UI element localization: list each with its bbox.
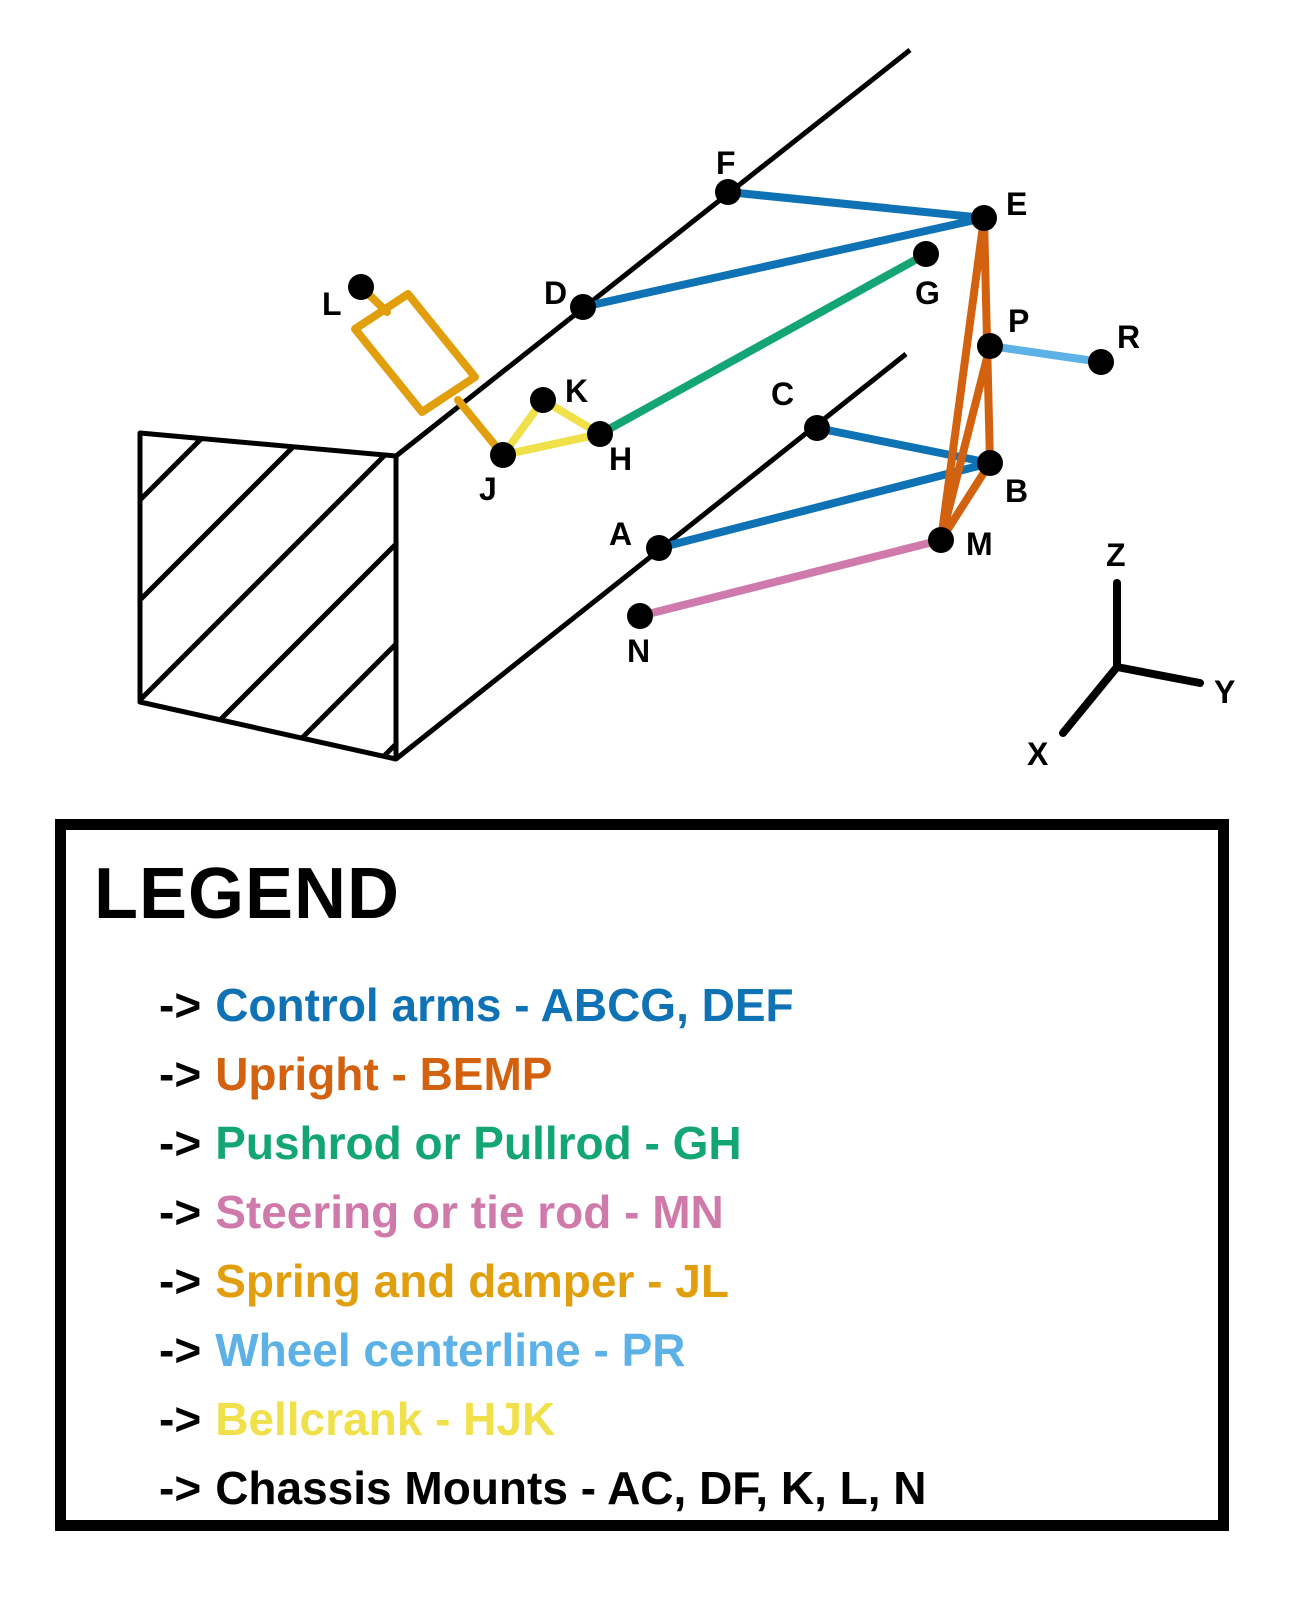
axis-z-label: Z [1106, 537, 1126, 573]
pushrod-GH [596, 250, 930, 438]
joint-G [913, 241, 939, 267]
label-E: E [1006, 186, 1027, 222]
chassis-block [137, 48, 912, 762]
arm-DE [579, 214, 988, 311]
label-C: C [771, 376, 794, 412]
label-K: K [565, 373, 588, 409]
label-N: N [627, 633, 650, 669]
label-R: R [1117, 319, 1140, 355]
label-A: A [609, 516, 632, 552]
label-L: L [322, 286, 342, 322]
joint-N [627, 603, 653, 629]
legend-item-control-arms: -> Control arms - ABCG, DEF [159, 970, 927, 1039]
axis-x-label: X [1027, 736, 1049, 772]
label-B: B [1005, 473, 1028, 509]
steering-rod-MN [636, 536, 945, 620]
legend-item-bellcrank: -> Bellcrank - HJK [159, 1384, 927, 1453]
legend-item-label: Chassis Mounts - AC, DF, K, L, N [215, 1461, 927, 1514]
label-F: F [716, 145, 736, 181]
legend-item-label: Steering or tie rod - MN [215, 1185, 724, 1238]
arm-FE [724, 188, 988, 222]
arrow-icon: -> [159, 1254, 202, 1307]
chassis-hatching [140, 433, 396, 759]
label-G: G [915, 275, 940, 311]
suspension-diagram: F E D G P R L K C H J B A M N Z Y X [137, 48, 1235, 772]
joint-F [715, 179, 741, 205]
joint-J [490, 442, 516, 468]
legend-title: LEGEND [94, 854, 401, 934]
arrow-icon: -> [159, 1185, 202, 1238]
arm-AB [655, 459, 994, 552]
joint-P [977, 333, 1003, 359]
arrow-icon: -> [159, 1047, 202, 1100]
damper-body [351, 290, 479, 416]
joint-C [804, 415, 830, 441]
axis-y-line [1113, 663, 1204, 687]
joint-E [971, 205, 997, 231]
arrow-icon: -> [159, 978, 202, 1031]
wheel-centerline-PR [986, 342, 1105, 366]
joint-R [1088, 349, 1114, 375]
legend-item-label: Bellcrank - HJK [215, 1392, 556, 1445]
legend-item-label: Pushrod or Pullrod - GH [215, 1116, 742, 1169]
joint-B [977, 450, 1003, 476]
axis-x-line [1059, 663, 1121, 737]
legend-item-upright: -> Upright - BEMP [159, 1039, 927, 1108]
arrow-icon: -> [159, 1461, 202, 1514]
arrow-icon: -> [159, 1323, 202, 1376]
joint-H [587, 421, 613, 447]
bellcrank-HJK [499, 396, 604, 459]
axis-y-label: Y [1214, 674, 1235, 710]
joint-D [570, 294, 596, 320]
label-M: M [966, 526, 993, 562]
legend-item-pushrod: -> Pushrod or Pullrod - GH [159, 1108, 927, 1177]
joint-M [928, 527, 954, 553]
arrow-icon: -> [159, 1116, 202, 1169]
joint-L [348, 274, 374, 300]
point-labels: F E D G P R L K C H J B A M N [322, 145, 1140, 669]
label-D: D [544, 275, 567, 311]
legend-item-spring-damper: -> Spring and damper - JL [159, 1246, 927, 1315]
legend-item-label: Spring and damper - JL [215, 1254, 729, 1307]
legend-item-wheel-centerline: -> Wheel centerline - PR [159, 1315, 927, 1384]
label-P: P [1008, 303, 1029, 339]
joint-A [646, 535, 672, 561]
legend-item-label: Control arms - ABCG, DEF [215, 978, 794, 1031]
legend-item-label: Upright - BEMP [215, 1047, 553, 1100]
label-J: J [479, 471, 497, 507]
chassis-upper-rail [394, 48, 912, 458]
joints [348, 179, 1114, 629]
upright [937, 214, 994, 544]
coordinate-axes [1059, 579, 1204, 737]
legend-item-label: Wheel centerline - PR [215, 1323, 686, 1376]
legend-list: -> Control arms - ABCG, DEF -> Upright -… [159, 970, 927, 1522]
legend-box: LEGEND -> Control arms - ABCG, DEF -> Up… [55, 819, 1229, 1531]
legend-item-chassis-mounts: -> Chassis Mounts - AC, DF, K, L, N [159, 1453, 927, 1522]
arrow-icon: -> [159, 1392, 202, 1445]
joint-K [530, 387, 556, 413]
legend-item-steering: -> Steering or tie rod - MN [159, 1177, 927, 1246]
label-H: H [609, 441, 632, 477]
upright-inner [937, 342, 994, 544]
